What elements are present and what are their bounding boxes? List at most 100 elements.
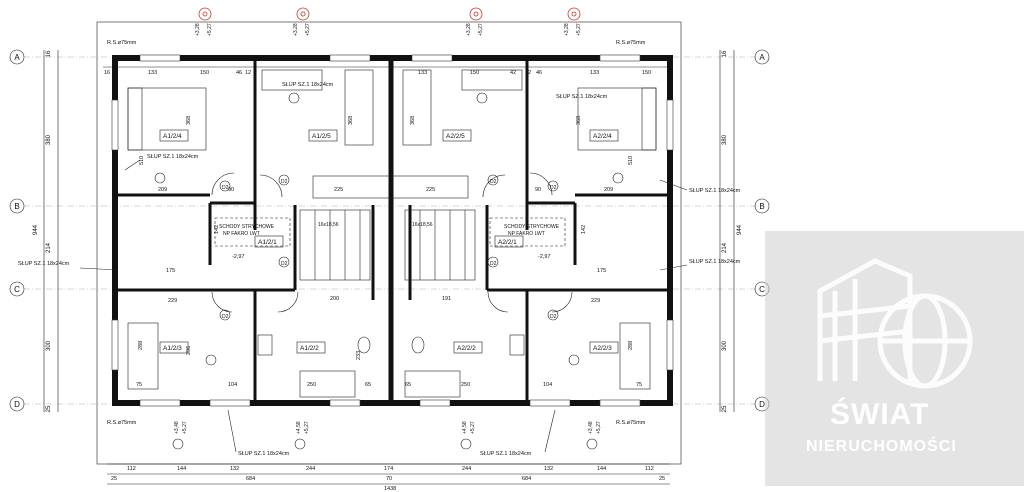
- axis-label-b-right: B: [759, 202, 764, 211]
- rs-label-top-right: R.S.ø75mm: [616, 40, 646, 46]
- rs-label-top-left: R.S.ø75mm: [107, 40, 137, 46]
- right-dimension-chain: 380 214 300 944 25 16: [719, 50, 743, 412]
- dim-16-top: 16: [104, 70, 110, 76]
- room-a2-2-5: A2/2/5: [446, 133, 465, 140]
- top-level-4a: +3,28: [564, 23, 570, 36]
- door-tag-5: D2: [281, 261, 288, 267]
- column-leaders: [79, 159, 688, 453]
- top-dimension-row: 16 133 150 46 12 133 150 42 12 46 133 15…: [103, 66, 672, 76]
- bottom-level-1b: +5,27: [182, 421, 188, 434]
- bdim-144-a: 144: [177, 466, 186, 472]
- dim-90-b: 90: [535, 187, 541, 193]
- bottom-level-3a: +4,58: [462, 421, 468, 434]
- axis-label-d-right: D: [759, 400, 765, 409]
- bottom-level-markers: +3,48 +5,27 +4,58 +5,27 +4,58 +5,27 +3,4…: [172, 421, 602, 450]
- dim-368-a: 368: [186, 116, 192, 125]
- dim-510-b: 510: [628, 156, 634, 165]
- stairs-note-left-1: SCHODY STRYCHOWE: [219, 224, 275, 230]
- stairs-note-right-2: NP FAKRO LWT: [508, 231, 545, 237]
- door-tags: D2 D2 D2 D2 D2 D2 D2 D2: [219, 174, 559, 321]
- stairs-dim-right: 16x18,56: [412, 222, 433, 228]
- dim-top-150b: 150: [470, 70, 479, 76]
- door-swings: [211, 172, 573, 313]
- dim-300-right: 300: [722, 340, 728, 351]
- dim-225-b: 225: [426, 187, 435, 193]
- windows: [111, 54, 674, 407]
- axis-label-c-left: C: [14, 285, 20, 294]
- building-globe-logo-icon: [817, 258, 973, 389]
- dim-209-b: 209: [604, 187, 613, 193]
- bdim-25-b: 25: [659, 476, 665, 482]
- bottom-level-4b: +5,27: [596, 421, 602, 434]
- column-label-4: SŁUP SZ.1 18x24cm: [689, 188, 741, 194]
- bdim-144-b: 144: [597, 466, 606, 472]
- furniture: [127, 69, 657, 398]
- stairs-note-right-1: SCHODY STRYCHOWE: [504, 224, 560, 230]
- room-a1-2-5: A1/2/5: [312, 133, 331, 140]
- bdim-132-b: 132: [544, 466, 553, 472]
- room-a2-2-2: A2/2/2: [457, 345, 476, 352]
- column-label-5: SŁUP SZ.1 18x24cm: [18, 261, 70, 267]
- dim-380-right: 380: [722, 134, 728, 145]
- interior-walls: [118, 60, 667, 403]
- room-a1-2-3: A1/2/3: [163, 345, 182, 352]
- bottom-level-3b: +5,27: [470, 421, 476, 434]
- bdim-112-b: 112: [645, 466, 654, 472]
- dim-229-a: 229: [168, 298, 177, 304]
- left-axis-markers: A B C D: [9, 49, 25, 412]
- column-label-2: SŁUP SZ.1 18x24cm: [556, 94, 608, 100]
- left-dimension-chain: 380 214 300 944 25 16: [33, 50, 59, 412]
- door-tag-1: D2: [222, 185, 229, 191]
- dim-175-b: 175: [597, 268, 606, 274]
- interior-dimensions: 368 368 368 368 510 510 209 209 225 225 …: [136, 116, 642, 388]
- bdim-total: 1438: [384, 486, 396, 492]
- dim-104-a: 104: [228, 382, 237, 388]
- stairs-note-left-2: NP FAKRO LWT: [223, 231, 260, 237]
- stairs-dim-left: 16x18,56: [318, 222, 339, 228]
- watermark-panel: [765, 231, 1024, 486]
- dim-380-left: 380: [46, 134, 52, 145]
- dim-225-a: 225: [334, 187, 343, 193]
- dim-368-b: 368: [348, 116, 354, 125]
- top-level-3a: +3,28: [466, 23, 472, 36]
- bdim-112-a: 112: [127, 466, 136, 472]
- bottom-dimension-chain: 112 144 132 244 174 244 132 144 112 25 6…: [107, 463, 670, 492]
- bottom-level-2a: +4,58: [296, 421, 302, 434]
- dim-75-a: 75: [136, 382, 142, 388]
- dim-top-133c: 133: [590, 70, 599, 76]
- bdim-684-b: 684: [522, 476, 531, 482]
- top-level-1a: +3,28: [195, 23, 201, 36]
- door-tag-7: D2: [222, 314, 229, 320]
- watermark-subtitle: NIERUCHOMOŚCI: [806, 438, 957, 455]
- dim-944-right: 944: [737, 224, 743, 235]
- dim-16-left: 16: [46, 50, 52, 57]
- dim-25-right: 25: [722, 405, 728, 412]
- axis-label-d-left: D: [14, 400, 20, 409]
- dim-296: 296: [186, 346, 192, 355]
- dim-288-a: 288: [138, 341, 144, 350]
- room-a1-2-1: A1/2/1: [258, 239, 277, 246]
- bdim-684-a: 684: [246, 476, 255, 482]
- top-level-2a: +3,28: [293, 23, 299, 36]
- dim-top-133a: 133: [148, 70, 157, 76]
- room-a2-2-1: A2/2/1: [498, 239, 517, 246]
- dim-233: 233: [356, 351, 362, 360]
- dim-level-b: -2,97: [538, 254, 551, 260]
- dim-368-d: 368: [576, 116, 582, 125]
- room-labels: A1/2/4 A1/2/5 A2/2/5 A2/2/4 A1/2/1 A2/2/…: [159, 129, 619, 354]
- bottom-level-2b: +5,27: [304, 421, 310, 434]
- door-tag-3: D2: [490, 179, 497, 185]
- dim-25-left: 25: [46, 405, 52, 412]
- room-a1-2-2: A1/2/2: [300, 345, 319, 352]
- watermark-title: ŚWIAT: [830, 398, 930, 431]
- column-label-7: SŁUP SZ.1 18x24cm: [238, 451, 290, 457]
- axis-label-a-right: A: [759, 53, 765, 62]
- dim-top-133b: 133: [418, 70, 427, 76]
- bdim-132-a: 132: [230, 466, 239, 472]
- dim-288-b: 288: [628, 341, 634, 350]
- dim-top-46b: 46: [536, 70, 542, 76]
- dim-214-left: 214: [46, 242, 52, 253]
- room-a1-2-4: A1/2/4: [163, 133, 182, 140]
- dim-top-12: 12: [245, 70, 251, 76]
